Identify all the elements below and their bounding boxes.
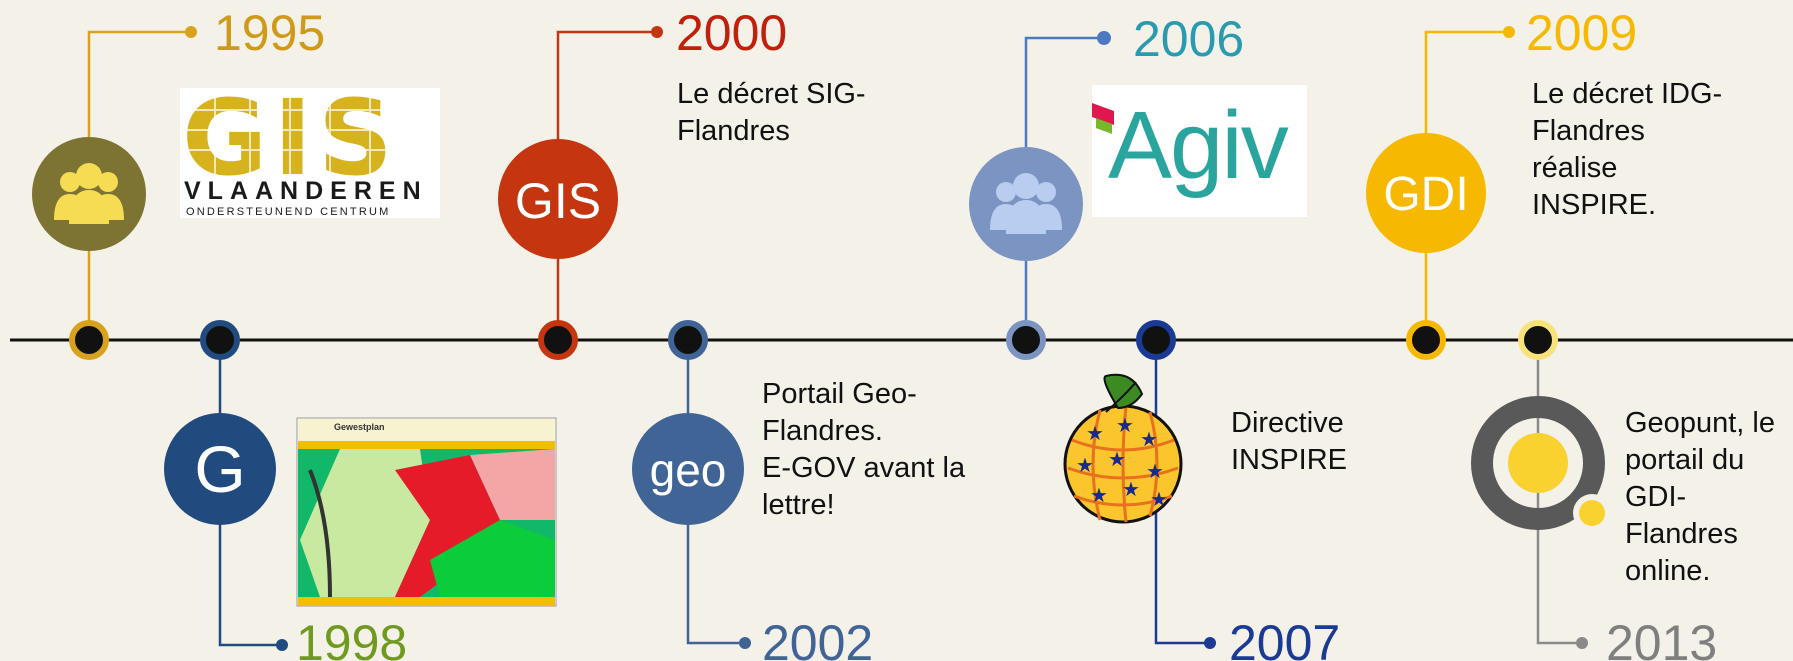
geopunt-ring-icon — [1471, 396, 1611, 532]
connector-dot-2000 — [651, 26, 663, 38]
axis-node-2007 — [1136, 320, 1176, 360]
axis-node-2006 — [1006, 320, 1046, 360]
description-2013-line: portail du — [1625, 444, 1745, 476]
description-2009-line: Flandres — [1532, 115, 1645, 147]
description-2002-line: Portail Geo- — [762, 378, 917, 410]
svg-text:★: ★ — [1116, 413, 1134, 437]
circle-2009 — [1366, 133, 1486, 253]
gis-logo-text: VLAANDEREN — [184, 177, 428, 205]
agiv-logo-text: Agiv — [1108, 92, 1289, 199]
axis-node-1998 — [200, 320, 240, 360]
circle-label-2009: GDI — [1383, 168, 1469, 221]
description-2009-line: Le décret IDG- — [1532, 78, 1723, 110]
connector-dot-1995 — [185, 26, 197, 38]
svg-text:★: ★ — [1108, 447, 1126, 471]
connector-dot-2013 — [1576, 637, 1588, 649]
year-2000: 2000 — [676, 5, 788, 61]
description-2000-line: Le décret SIG- — [677, 78, 866, 110]
description-2002-line: lettre! — [762, 489, 835, 521]
year-2002: 2002 — [762, 615, 874, 661]
inspire-globe-icon: ★★★ ★★★ ★★★ — [1063, 373, 1183, 524]
axis-node-1995 — [69, 320, 109, 360]
description-2013: Geopunt, le portail du GDI- Flandres onl… — [1625, 405, 1775, 590]
svg-text:★: ★ — [1086, 421, 1104, 445]
description-2002-line: Flandres. — [762, 415, 883, 447]
connector-dot-1998 — [276, 639, 288, 651]
gewestplan-map-image — [296, 417, 557, 607]
description-2002: Portail Geo- Flandres. E-GOV avant la le… — [762, 376, 965, 524]
description-2002-line: E-GOV avant la — [762, 452, 966, 484]
year-1995: 1995 — [214, 5, 326, 61]
axis-node-2002 — [668, 320, 708, 360]
description-2007-line: Directive — [1231, 407, 1344, 439]
circle-label-2000: GIS — [514, 173, 602, 229]
circle-2002 — [632, 413, 744, 525]
description-2013-line: online. — [1625, 555, 1711, 587]
description-2009-line: réalise — [1532, 152, 1618, 184]
connector-dot-2009 — [1503, 26, 1515, 38]
description-2013-line: GDI- — [1625, 481, 1687, 513]
description-2013-line: Geopunt, le — [1625, 407, 1775, 439]
svg-text:GIS: GIS — [182, 77, 399, 199]
axis-node-2000 — [538, 320, 578, 360]
circle-label-2002: geo — [649, 444, 727, 496]
description-2009-line: INSPIRE. — [1532, 189, 1657, 221]
year-1998: 1998 — [296, 615, 408, 661]
svg-text:★: ★ — [1090, 483, 1108, 507]
svg-text:★: ★ — [1122, 477, 1140, 501]
circle-2000 — [498, 139, 618, 259]
agiv-logo: Agiv — [1092, 85, 1307, 217]
gis-vlaanderen-logo: GIS — [180, 77, 440, 218]
description-2000: Le décret SIG- Flandres — [677, 76, 866, 150]
description-2007-line: INSPIRE — [1231, 444, 1348, 476]
year-2013: 2013 — [1606, 615, 1718, 661]
svg-text:★: ★ — [1146, 459, 1164, 483]
gis-logo-subtext: ONDERSTEUNEND CENTRUM — [186, 206, 391, 218]
axis-node-2013 — [1518, 320, 1558, 360]
description-2013-line: Flandres — [1625, 518, 1738, 550]
connector-dot-2007 — [1204, 637, 1216, 649]
description-2007: Directive INSPIRE — [1231, 405, 1347, 479]
description-2009: Le décret IDG- Flandres réalise INSPIRE. — [1532, 76, 1722, 224]
year-2009: 2009 — [1526, 5, 1638, 61]
connector-dot-2006 — [1097, 31, 1111, 45]
year-2006: 2006 — [1133, 11, 1245, 67]
description-2000-line: Flandres — [677, 115, 790, 147]
svg-text:★: ★ — [1076, 453, 1094, 477]
circle-label-1998: G — [194, 432, 246, 506]
axis-node-2009 — [1406, 320, 1446, 360]
circle-1998 — [164, 413, 276, 525]
people-icon-1995 — [32, 137, 146, 251]
svg-text:★: ★ — [1140, 427, 1158, 451]
svg-text:★: ★ — [1150, 487, 1168, 511]
gewestplan-title: Gewestplan — [334, 422, 385, 432]
people-icon-2006 — [969, 147, 1083, 261]
connector-dot-2002 — [739, 637, 751, 649]
year-2007: 2007 — [1229, 615, 1341, 661]
